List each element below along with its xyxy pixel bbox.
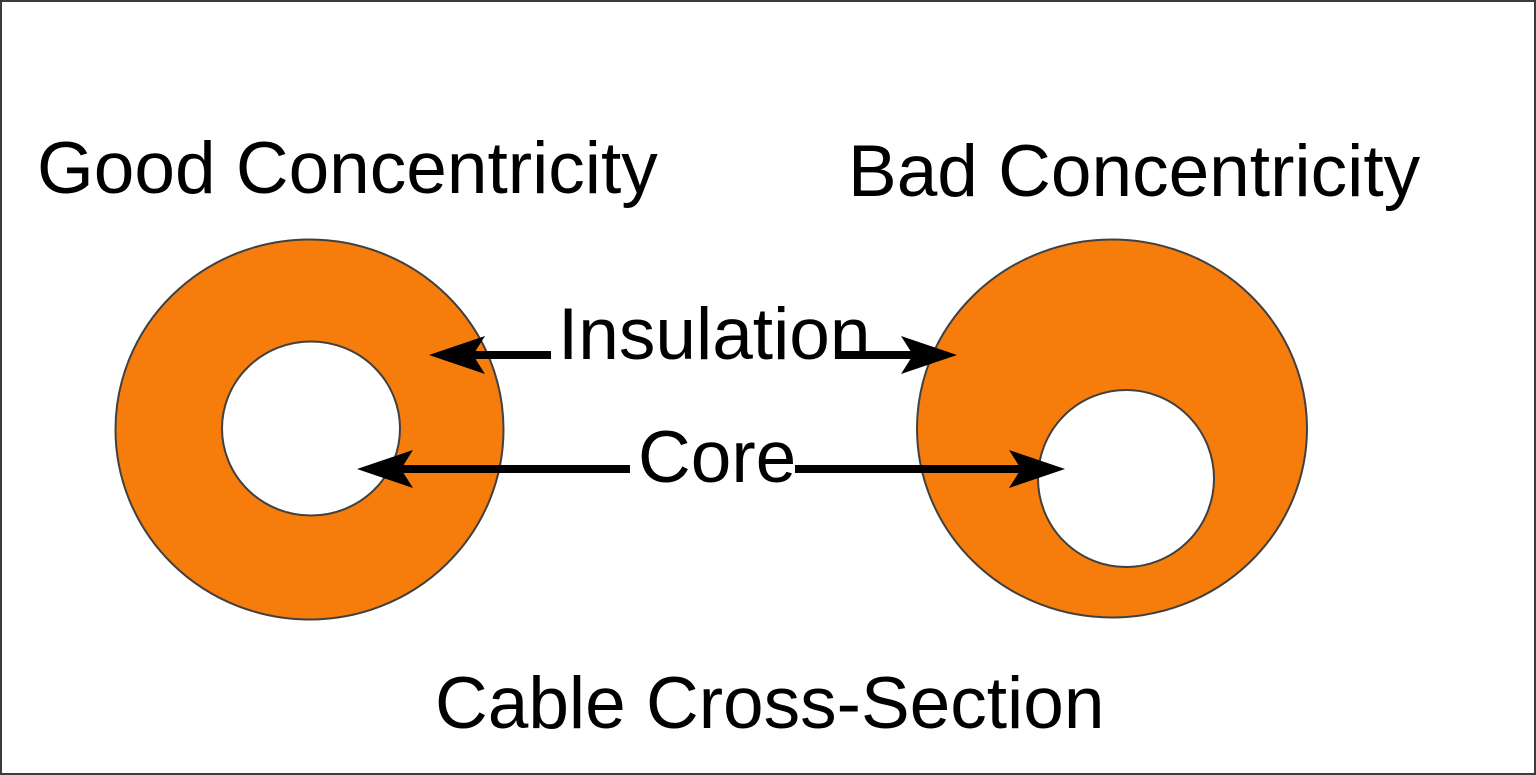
core-label: Core	[638, 417, 797, 498]
insulation-arrow-right	[835, 336, 957, 374]
core-arrow-right	[795, 450, 1065, 488]
core-arrow-left	[357, 450, 630, 488]
arrowhead-right-icon	[1009, 450, 1065, 488]
bad-core-circle	[1037, 389, 1215, 568]
arrowhead-right-icon	[901, 336, 957, 374]
good-concentricity-title: Good Concentricity	[37, 128, 658, 209]
insulation-label: Insulation	[558, 294, 871, 375]
diagram-caption: Cable Cross-Section	[435, 663, 1105, 744]
bad-concentricity-cable	[916, 238, 1308, 619]
bad-concentricity-title: Bad Concentricity	[848, 131, 1421, 212]
arrowhead-left-icon	[429, 336, 485, 374]
good-concentricity-cable	[114, 238, 505, 621]
arrowhead-left-icon	[357, 450, 413, 488]
good-core-circle	[221, 340, 401, 517]
insulation-arrow-left	[429, 336, 551, 374]
